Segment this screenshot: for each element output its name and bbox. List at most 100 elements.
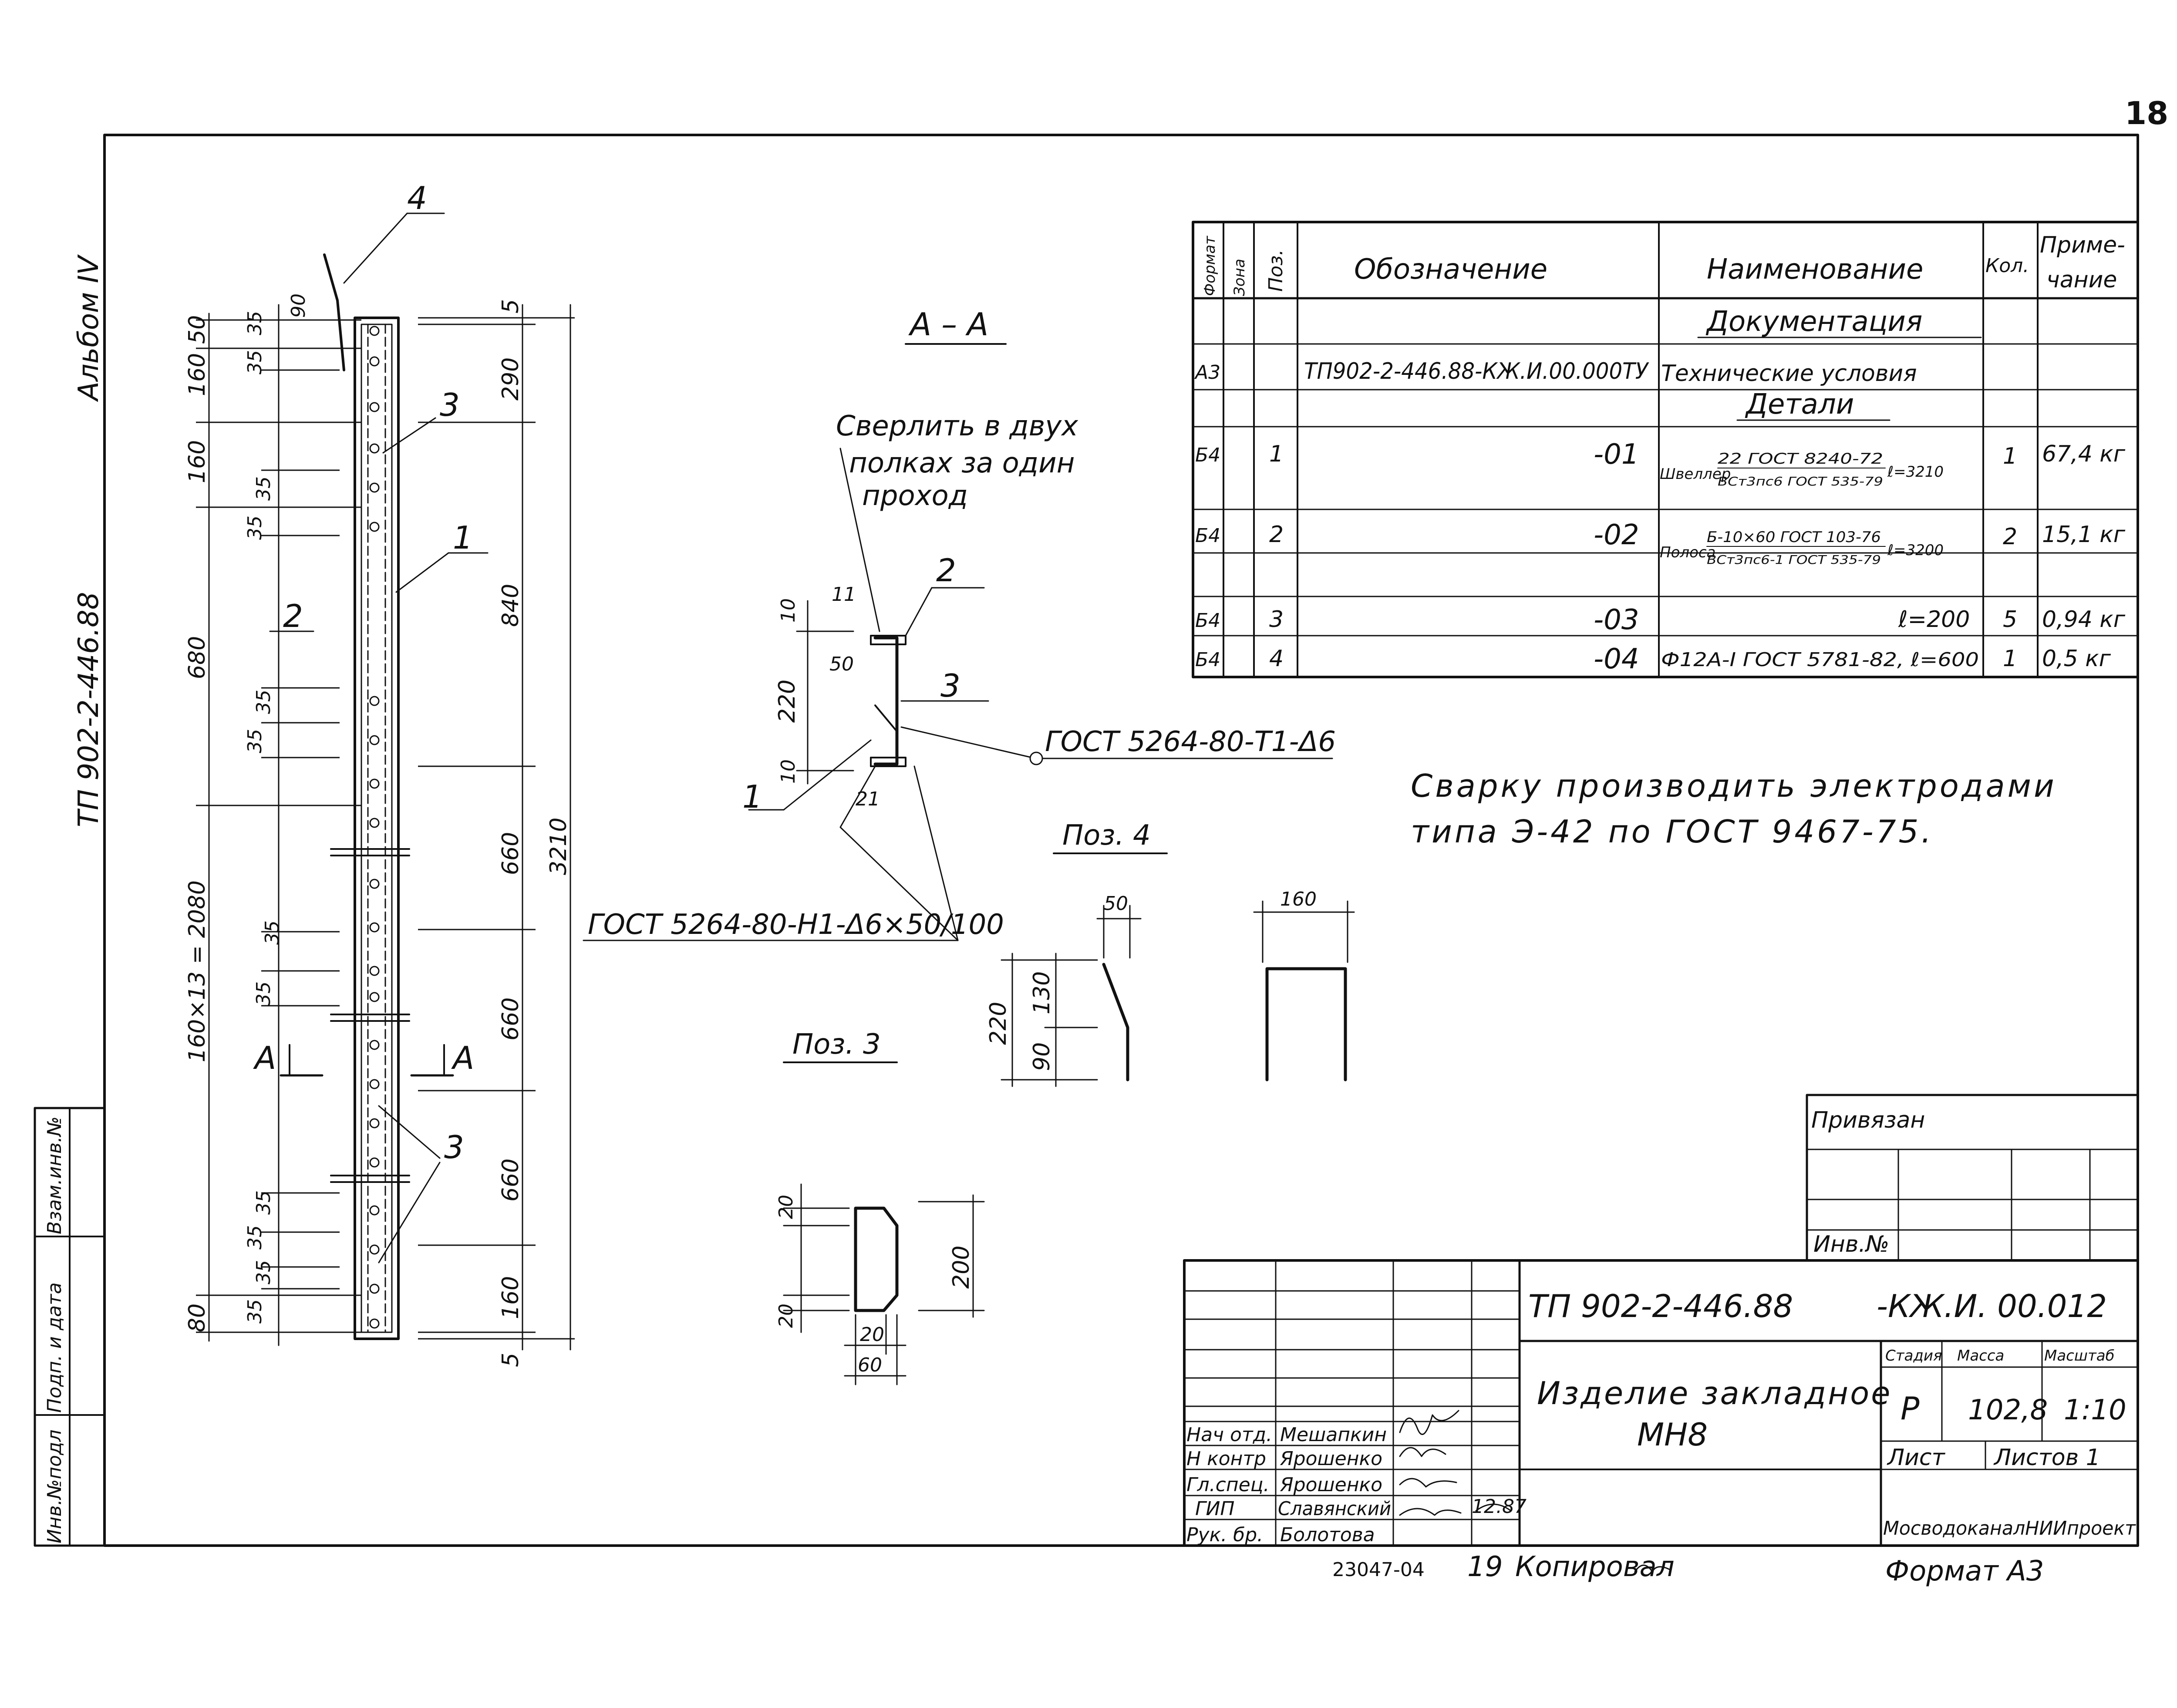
dim-35-4: 35 [244,515,266,540]
drill-note-3: проход [862,480,968,512]
pos4-dim-90: 90 [1029,1042,1055,1071]
pos3-detail [783,1183,985,1385]
spec-r2-name-bottom: ВСт3пс6 ГОСТ 535-79 [1718,474,1883,488]
sec-callout-3: 3 [940,667,960,704]
spec-head-designation: Обозначение [1354,253,1547,286]
callout-4: 4 [407,180,427,216]
side-code: ТП 902-2-446.88 [73,592,105,827]
tb-name-3: Ярошенко [1280,1474,1382,1496]
weld-note-1: Сварку производить электродами [1411,768,2057,804]
spec-r3-name-bottom: ВСт3пс6-1 ГОСТ 535-79 [1707,552,1881,567]
spec-r5-code: -04 [1594,643,1639,675]
callout-1: 1 [453,519,473,556]
pos3-dim-20a: 20 [775,1195,797,1219]
sec-dim-11: 11 [832,583,856,606]
spec-r2-name-suffix: ℓ=3210 [1887,463,1944,481]
section-aa-profile [583,587,1333,941]
tb-name-5: Болотова [1280,1524,1375,1546]
spec-r5-format: Б4 [1195,649,1220,671]
spec-r1-format: А3 [1194,361,1220,384]
tb-scale: 1:10 [2064,1394,2126,1426]
spec-r5-name: Ф12А-I ГОСТ 5781-82, ℓ=600 [1661,649,1979,671]
tb-role-4: ГИП [1195,1498,1235,1520]
dim-35-10: 35 [244,1225,266,1250]
spec-r2-name-top: 22 ГОСТ 8240-72 [1718,450,1883,468]
tb-sheets-label: Листов 1 [1993,1445,2100,1471]
dim-right-290: 290 [498,357,524,401]
dim-right-5a: 5 [498,299,524,313]
sec-callout-2: 2 [936,552,956,589]
spec-r2-note: 67,4 кг [2042,441,2126,467]
spec-r3-name-top: Б-10×60 ГОСТ 103-76 [1707,529,1881,546]
spec-r3-code: -02 [1594,519,1639,551]
weld-note-2: типа Э-42 по ГОСТ 9467-75. [1411,813,1934,850]
dim-right-160: 160 [498,1276,524,1319]
dim-left-2080: 160×13 = 2080 [184,880,210,1062]
pos3-title: Поз. 3 [792,1028,881,1061]
spec-r3-note: 15,1 кг [2042,522,2126,548]
spec-r1-name: Технические условия [1661,360,1917,387]
dim-left-50: 50 [184,315,210,344]
title-block [1183,1094,2139,1573]
tb-role-5: Рук. бр. [1186,1524,1263,1546]
spec-r4-note: 0,94 кг [2042,606,2126,633]
dim-35-12: 35 [244,1299,266,1324]
side-stamp: Взам.инв.№ Подп. и дата Инв.№подл [34,1107,106,1547]
tb-role-3: Гл.спец. [1186,1474,1270,1496]
tb-name-1: Мешапкин [1280,1424,1387,1446]
spec-r4-code: -03 [1594,604,1639,636]
tb-sheet-label: Лист [1887,1445,1945,1471]
spec-r5-pos: 4 [1269,646,1284,672]
dim-35-2: 35 [244,350,266,374]
spec-r2-qty: 1 [2003,443,2017,469]
pos4-dim-220: 220 [985,1002,1011,1045]
spec-r2-pos: 1 [1269,441,1284,467]
tb-title-2: МН8 [1637,1416,1708,1453]
tb-role-2: Н контр [1186,1448,1266,1470]
drill-note-2: полках за один [849,447,1075,479]
tb-mass: 102,8 [1968,1394,2048,1426]
tb-name-4: Славянский [1278,1498,1391,1520]
dim-35-6: 35 [244,729,266,753]
pos3-dim-20c: 20 [860,1324,884,1346]
spec-head-note-2: чание [2046,267,2117,293]
callout-3-bottom: 3 [444,1129,464,1166]
dim-left-160a: 160 [184,353,210,396]
spec-r2-format: Б4 [1195,444,1220,466]
section-mark-left: А [253,1040,276,1076]
drill-note-1: Сверлить в двух [836,410,1078,442]
dim-right-840: 840 [498,584,524,627]
dim-35-3: 35 [253,476,275,501]
pos4-dim-130: 130 [1029,971,1055,1014]
tb-bottom-num: 19 [1467,1551,1503,1583]
sec-dim-50: 50 [829,653,854,675]
stamp-inv-orig: Инв.№подл [44,1429,66,1543]
spec-r4-qty: 5 [2003,606,2017,633]
pos4-detail [1001,900,1355,1087]
tb-name-2: Ярошенко [1280,1448,1382,1470]
spec-head-zone: Зона [1231,259,1248,296]
sec-dim-10b: 10 [777,759,799,784]
spec-head-note-1: Приме- [2040,232,2125,258]
dim-35-9: 35 [253,1190,275,1215]
album-label: Альбом IV [73,254,105,402]
spec-head-pos: Поз. [1265,249,1287,292]
dim-right-660c: 660 [498,1159,524,1202]
section-mark-right: А [451,1040,474,1076]
spec-r2-code: -01 [1594,438,1639,471]
tb-doc-suffix: -КЖ.И. 00.012 [1877,1288,2107,1324]
spec-head-qty: Кол. [1985,255,2029,277]
page-number: 18 [2125,95,2168,131]
tb-title-1: Изделие закладное [1537,1375,1892,1412]
tb-copied: Копировал [1515,1551,1675,1583]
spec-r5-qty: 1 [2003,646,2017,672]
spec-section-docs: Документация [1705,306,1922,338]
spec-r4-name: ℓ=200 [1898,606,1970,633]
tb-role-1: Нач отд. [1186,1424,1272,1446]
sec-dim-10a: 10 [777,598,799,623]
weld-spec-h1: ГОСТ 5264-80-Н1-Δ6×50/100 [588,909,1004,941]
pos4-dim-160: 160 [1280,888,1317,910]
dim-35-1: 35 [244,311,266,335]
tb-stage-label: Стадия [1885,1347,1942,1364]
